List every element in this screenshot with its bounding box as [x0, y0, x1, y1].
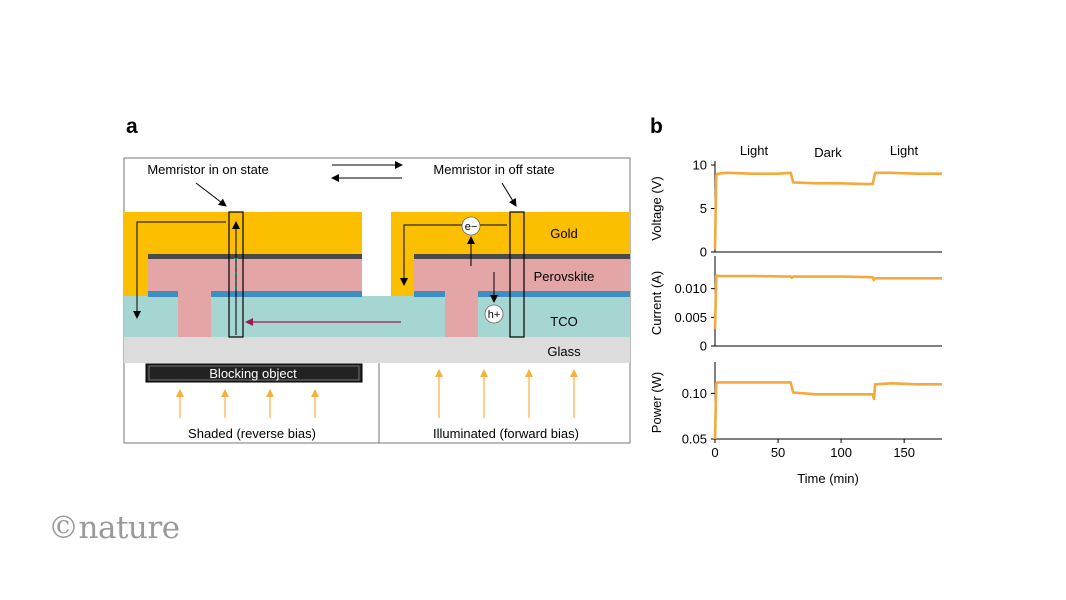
electron-icon — [461, 216, 481, 236]
via-right — [445, 291, 478, 337]
region-label-dark: Dark — [814, 145, 842, 160]
x-tick-label: 50 — [771, 445, 785, 460]
transport-layer-right — [414, 291, 630, 297]
time-series-chart: Light Dark Light Time (min) 1050Voltage … — [649, 143, 942, 486]
illuminated-label: Illuminated (forward bias) — [433, 426, 579, 441]
perovskite-layer-left — [148, 259, 362, 291]
x-tick-label: 150 — [893, 445, 915, 460]
y-tick-label: 0 — [700, 245, 707, 260]
device-schematic: e− h+ Memristor in on state Memristor in… — [123, 157, 631, 444]
y-axis-title: Current (A) — [649, 271, 664, 335]
panel-a-letter: a — [126, 115, 138, 138]
layer-label-perovskite: Perovskite — [534, 269, 595, 284]
blocking-object-label: Blocking object — [209, 366, 297, 381]
memristor-on-pointer — [195, 182, 227, 207]
y-tick-label: 0.10 — [682, 386, 707, 401]
series-line — [713, 274, 942, 329]
y-tick-label: 10 — [693, 158, 707, 173]
blocking-object-inner-edge — [148, 365, 360, 381]
light-arrows-shaded — [176, 389, 319, 418]
x-tick-label: 0 — [711, 445, 718, 460]
light-arrows-illuminated — [435, 369, 578, 418]
shaded-label: Shaded (reverse bias) — [188, 426, 316, 441]
blocking-object — [145, 363, 363, 383]
y-tick-label: 5 — [700, 201, 707, 216]
y-tick-label: 0.010 — [674, 281, 707, 296]
x-axis-title: Time (min) — [797, 471, 859, 486]
series-line — [713, 171, 942, 250]
region-label-light-1: Light — [740, 143, 769, 158]
nature-logo: ©nature — [48, 510, 180, 546]
hole-icon — [484, 304, 504, 324]
layer-label-tco: TCO — [550, 314, 577, 329]
electron-label: e− — [465, 221, 478, 233]
transport-layer-left — [148, 291, 362, 297]
back-contact-right — [414, 254, 630, 259]
y-tick-label: 0 — [700, 339, 707, 354]
x-tick-label: 100 — [830, 445, 852, 460]
layer-label-gold: Gold — [550, 226, 577, 241]
left-current-path — [133, 221, 226, 319]
back-contact-left — [148, 254, 362, 259]
via-left — [178, 291, 211, 337]
panel-b-letter: b — [650, 115, 663, 138]
y-axis-title: Power (W) — [649, 372, 664, 433]
memristor-on-label: Memristor in on state — [147, 162, 268, 177]
y-tick-label: 0.005 — [674, 310, 707, 325]
perovskite-layer-right — [414, 259, 630, 291]
glass-layer — [124, 337, 630, 363]
series-line — [713, 381, 942, 440]
layer-label-glass: Glass — [547, 344, 581, 359]
y-tick-label: 0.05 — [682, 432, 707, 447]
memristor-on-box — [228, 211, 244, 338]
memristor-off-box — [509, 211, 525, 338]
memristor-off-pointer — [501, 182, 517, 207]
hole-label: h+ — [488, 309, 501, 321]
y-axis-title: Voltage (V) — [649, 176, 664, 240]
memristor-off-label: Memristor in off state — [433, 162, 554, 177]
region-label-light-2: Light — [890, 143, 919, 158]
